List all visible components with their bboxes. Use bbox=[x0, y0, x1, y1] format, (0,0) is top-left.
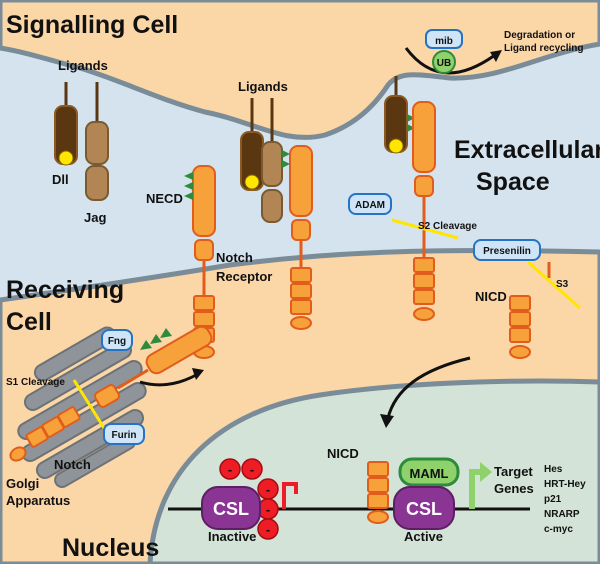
presenilin-badge: Presenilin bbox=[473, 239, 541, 261]
nucleus-title: Nucleus bbox=[62, 534, 159, 562]
mib-label: mib bbox=[435, 36, 453, 47]
dll-ligand bbox=[54, 82, 78, 166]
gene-c-myc: c-myc bbox=[544, 524, 573, 535]
nicd-to-nucleus-arrow bbox=[386, 356, 471, 419]
nicd-released bbox=[509, 295, 531, 359]
maml-label: MAML bbox=[410, 466, 449, 481]
ub-badge: UB bbox=[432, 50, 456, 74]
necd-label: NECD bbox=[146, 191, 183, 206]
active-label: Active bbox=[404, 529, 443, 544]
degradation-label-1: Degradation or bbox=[504, 30, 575, 41]
golgi-notch-label: Notch bbox=[54, 457, 91, 472]
receiving-cell-title-1: Receiving bbox=[6, 276, 124, 304]
maml bbox=[398, 457, 460, 487]
transcription-arrowhead bbox=[480, 462, 492, 482]
golgi-green-repeats bbox=[140, 328, 172, 350]
furin-label: Furin bbox=[112, 430, 137, 441]
jag-ligand bbox=[85, 82, 109, 201]
s3-label: S3 bbox=[556, 279, 569, 290]
golgi-to-membrane-arrow bbox=[139, 372, 199, 387]
repressor-sign: - bbox=[266, 522, 270, 537]
golgi-label-1: Golgi bbox=[6, 476, 39, 491]
degradation-arrowhead bbox=[490, 50, 502, 62]
repressor-sign: - bbox=[266, 482, 270, 497]
ligands-label-left: Ligands bbox=[58, 58, 108, 73]
adam-label: ADAM bbox=[355, 200, 385, 211]
gene-p21: p21 bbox=[544, 494, 562, 505]
s2-cleavage-line bbox=[391, 218, 459, 240]
target-genes-label-2: Genes bbox=[494, 481, 534, 496]
notch-receptor-label-1: Notch bbox=[216, 250, 253, 265]
ub-label: UB bbox=[437, 58, 451, 69]
repressor-sign: - bbox=[228, 462, 232, 477]
s1-cleavage-label: S1 Cleavage bbox=[6, 377, 65, 388]
gene-hes: Hes bbox=[544, 464, 563, 475]
csl-active-label: CSL bbox=[406, 499, 442, 519]
s2-cleavage-label: S2 Cleavage bbox=[418, 221, 477, 232]
degradation-label-2: Ligand recycling bbox=[504, 43, 583, 54]
right-dll-ligand bbox=[384, 76, 415, 154]
inactive-label: Inactive bbox=[208, 529, 256, 544]
nicd-nuclear bbox=[367, 461, 389, 524]
extracellular-title-1: Extracellular bbox=[454, 136, 600, 164]
receiving-cell-title-2: Cell bbox=[6, 308, 52, 336]
blocked-promoter-arrow bbox=[282, 482, 298, 509]
extracellular-title-2: Space bbox=[476, 168, 550, 196]
csl-inactive-label: CSL bbox=[213, 499, 249, 519]
nicd-label-membrane: NICD bbox=[475, 289, 507, 304]
fng-badge: Fng bbox=[101, 329, 133, 351]
mib-badge: mib bbox=[425, 29, 463, 49]
repressor-signs: - - - - - bbox=[228, 462, 270, 537]
target-genes-label-1: Target bbox=[494, 464, 533, 479]
center-jag-ligand bbox=[261, 98, 283, 223]
repressor-complex bbox=[219, 458, 279, 540]
signalling-cell-title: Signalling Cell bbox=[6, 11, 178, 39]
jag-label: Jag bbox=[84, 210, 106, 225]
repressor-sign: - bbox=[266, 502, 270, 517]
necd-green-repeats bbox=[184, 172, 193, 200]
adam-badge: ADAM bbox=[348, 193, 392, 215]
center-dll-ligand bbox=[240, 98, 264, 191]
s1-cleavage-line bbox=[72, 379, 106, 429]
notch-receptor-label-2: Receptor bbox=[216, 269, 272, 284]
gene-nrarp: NRARP bbox=[544, 509, 580, 520]
ligands-label-center: Ligands bbox=[238, 79, 288, 94]
furin-badge: Furin bbox=[103, 423, 145, 445]
nicd-arrowhead bbox=[380, 414, 394, 428]
golgi-arrowhead bbox=[192, 368, 204, 380]
s3-cleavage-line bbox=[527, 260, 581, 310]
csl-active bbox=[393, 486, 455, 530]
repressor-sign: - bbox=[250, 462, 254, 477]
gene-hrt-hey: HRT-Hey bbox=[544, 479, 586, 490]
csl-inactive bbox=[201, 486, 261, 530]
notch-s2-cleaved bbox=[412, 101, 436, 321]
transcription-arrow bbox=[469, 469, 480, 509]
bound-green-repeats bbox=[282, 150, 290, 168]
golgi-notch bbox=[9, 325, 213, 462]
golgi-label-2: Apparatus bbox=[6, 493, 70, 508]
dll-label: Dll bbox=[52, 172, 69, 187]
nicd-label-nucleus: NICD bbox=[327, 446, 359, 461]
presenilin-label: Presenilin bbox=[483, 246, 531, 257]
notch-receptor-bound bbox=[289, 145, 313, 330]
fng-label: Fng bbox=[108, 336, 126, 347]
